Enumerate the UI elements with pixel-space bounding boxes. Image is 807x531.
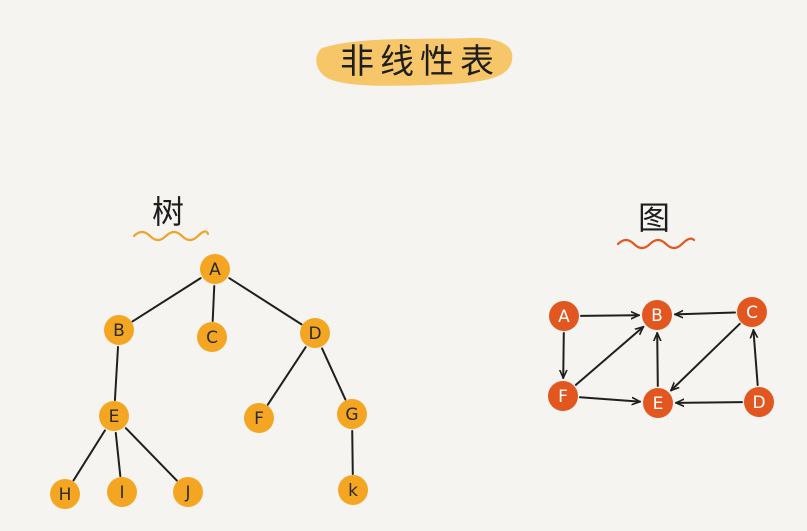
tree-node-label: B [113,321,125,341]
tree-node-D: D [300,318,330,348]
tree-node-H: H [50,479,80,509]
tree-node-E: E [99,401,129,431]
tree-node-circle [338,475,368,505]
tree-node-circle [107,477,137,507]
graph-node-label: F [558,387,568,407]
tree-node-A: A [200,254,230,284]
graph-node-circle [642,300,672,330]
tree-edge-D-F [266,346,307,406]
graph-node-circle [737,297,767,327]
graph-node-label: A [558,307,570,327]
tree-edge-E-J [124,427,178,482]
tree-node-circle [104,315,134,345]
tree-node-k: k [338,475,368,505]
graph-node-C: C [737,297,767,327]
graph-node-circle [643,388,673,418]
tree-label-underline [132,230,210,242]
tree-node-label: G [345,405,358,425]
graph-edge-A-F [563,331,564,380]
tree-node-label: F [254,409,264,429]
graph-section-label: 图 [616,199,696,250]
tree-node-label: A [209,260,221,280]
tree-node-label: k [348,481,358,501]
graph-node-circle [548,381,578,411]
tree-node-G: G [337,399,367,429]
tree-node-F: F [244,403,274,433]
graph-edge-D-C [753,328,759,387]
tree-node-circle [197,322,227,352]
graph-node-label: E [653,394,664,414]
graph-node-circle [549,301,579,331]
tree-node-circle [50,479,80,509]
tree-edge-G-k [351,429,354,476]
tree-edge-A-B [131,277,202,323]
tree-node-label: C [206,328,218,348]
graph-edge-C-B [673,313,737,315]
graph-node-D: D [744,387,774,417]
graph-node-circle [744,387,774,417]
tree-node-C: C [197,322,227,352]
tree-label: 树 [152,193,184,231]
tree-node-label: E [109,407,120,427]
tree-node-label: D [308,324,321,344]
graph-node-E: E [643,388,673,418]
tree-edge-E-H [72,429,106,482]
tree-node-J: J [173,477,203,507]
graph-edge-E-B [657,331,658,388]
graph-label: 图 [638,199,670,237]
tree-edges [72,277,354,482]
title-group: 非线性表 [316,37,513,86]
graph-node-B: B [642,300,672,330]
tree-node-circle [244,403,274,433]
tree-edge-B-E [113,345,120,402]
graph-edge-F-B [574,325,645,386]
tree-node-circle [173,477,203,507]
graph-edge-F-E [578,396,642,401]
tree-edge-A-C [211,284,216,323]
graph-node-A: A [549,301,579,331]
tree-node-circle [99,401,129,431]
graph-label-underline [616,237,696,250]
tree-node-B: B [104,315,134,345]
graph-nodes: A B C F E D [548,297,774,418]
tree-edge-D-G [321,347,347,401]
tree-section-label: 树 [132,193,210,242]
graph-node-label: C [746,303,758,323]
title-highlight [316,37,513,86]
tree-node-label: I [119,483,124,503]
tree-edge-E-I [114,431,122,478]
graph-edge-D-E [674,402,744,403]
tree-node-label: H [59,485,72,505]
graph-node-label: D [752,393,765,413]
tree-node-circle [300,318,330,348]
tree-node-I: I [107,477,137,507]
page-title: 非线性表 [340,42,500,82]
graph-edges [563,313,759,403]
graph-node-F: F [548,381,578,411]
tree-node-circle [337,399,367,429]
graph-node-label: B [651,306,663,326]
tree-edge-A-D [228,277,303,326]
graph-edge-A-B [579,315,641,316]
graph-edge-C-E [669,322,741,392]
tree-node-label: J [184,483,190,503]
tree-node-circle [200,254,230,284]
